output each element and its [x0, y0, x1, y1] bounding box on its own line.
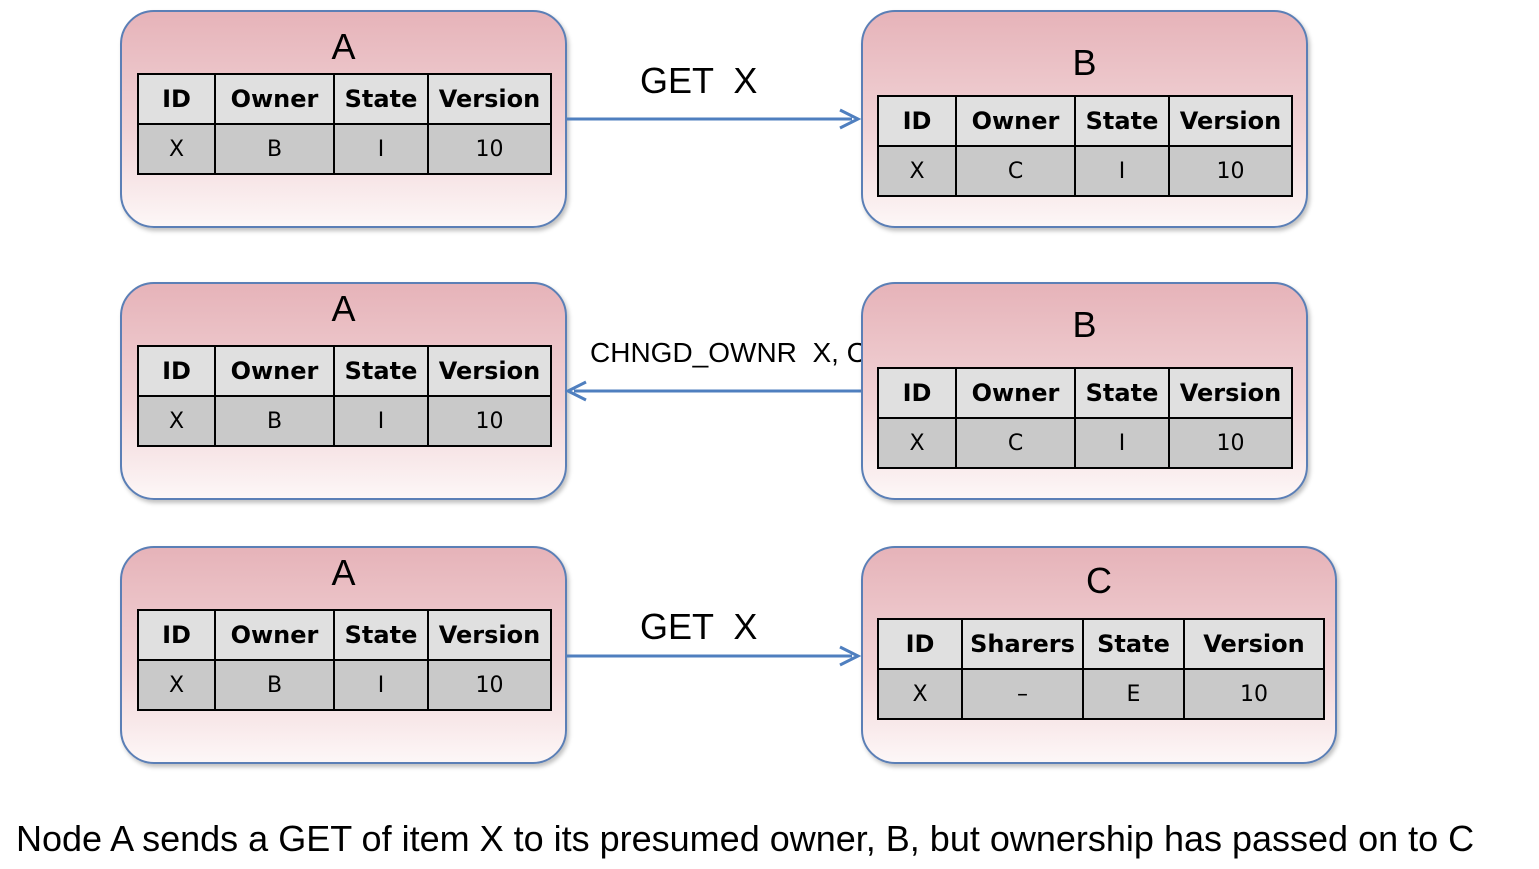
header-cell: Owner [214, 73, 335, 125]
table-cell: E [1082, 668, 1185, 720]
table-cell: I [1074, 417, 1170, 469]
caption: Node A sends a GET of item X to its pres… [16, 818, 1475, 859]
node-title: B [1072, 42, 1097, 83]
header-cell: State [1082, 618, 1185, 670]
table-row: X C I 10 [877, 417, 1293, 469]
header-cell: State [1074, 367, 1170, 419]
node-table: ID Owner State Version X B I 10 [137, 609, 552, 711]
table-cell: X [877, 417, 957, 469]
table-cell: B [214, 395, 335, 447]
header-cell: Owner [214, 345, 335, 397]
table-header-row: ID Owner State Version [137, 345, 552, 397]
message-label: GET X [640, 60, 758, 101]
table-cell: B [214, 659, 335, 711]
table-row: X B I 10 [137, 395, 552, 447]
table-cell: X [137, 395, 216, 447]
table-cell: B [214, 123, 335, 175]
table-header-row: ID Owner State Version [137, 73, 552, 125]
node-a-row1: A ID Owner State Version X B I 10 [120, 10, 567, 228]
table-cell: I [333, 123, 429, 175]
node-title: B [1072, 304, 1097, 345]
table-cell: 10 [427, 123, 552, 175]
header-cell: Version [427, 345, 552, 397]
header-cell: Version [427, 609, 552, 661]
header-cell: ID [137, 345, 216, 397]
message-label: GET X [640, 606, 758, 647]
node-table: ID Owner State Version X C I 10 [877, 367, 1293, 469]
header-cell: Sharers [961, 618, 1084, 670]
table-cell: X [137, 659, 216, 711]
table-cell: 10 [1168, 145, 1293, 197]
header-cell: Version [1168, 95, 1293, 147]
table-row: X B I 10 [137, 659, 552, 711]
node-title: A [331, 288, 356, 329]
header-cell: Version [427, 73, 552, 125]
table-row: X C I 10 [877, 145, 1293, 197]
header-cell: ID [137, 73, 216, 125]
table-cell: X [877, 668, 963, 720]
table-header-row: ID Owner State Version [137, 609, 552, 661]
header-cell: ID [877, 618, 963, 670]
table-cell: X [137, 123, 216, 175]
table-row: X B I 10 [137, 123, 552, 175]
arrow-get-row1 [567, 108, 862, 130]
node-a-row2: A ID Owner State Version X B I 10 [120, 282, 567, 500]
header-cell: State [333, 73, 429, 125]
header-cell: ID [877, 95, 957, 147]
table-cell: 10 [427, 395, 552, 447]
message-label: CHNGD_OWNR X, C [590, 337, 867, 368]
table-cell: X [877, 145, 957, 197]
node-table: ID Owner State Version X B I 10 [137, 73, 552, 175]
node-c-row3: C ID Sharers State Version X – E 10 [861, 546, 1337, 764]
node-table: ID Owner State Version X C I 10 [877, 95, 1293, 197]
table-cell: 10 [1183, 668, 1325, 720]
header-cell: ID [877, 367, 957, 419]
table-header-row: ID Owner State Version [877, 95, 1293, 147]
table-cell: I [333, 659, 429, 711]
header-cell: Version [1168, 367, 1293, 419]
node-table: ID Owner State Version X B I 10 [137, 345, 552, 447]
header-cell: State [1074, 95, 1170, 147]
header-cell: Owner [955, 367, 1076, 419]
table-cell: 10 [427, 659, 552, 711]
table-header-row: ID Sharers State Version [877, 618, 1325, 670]
table-cell: I [333, 395, 429, 447]
node-b-row1: B ID Owner State Version X C I 10 [861, 10, 1308, 228]
table-row: X – E 10 [877, 668, 1325, 720]
node-a-row3: A ID Owner State Version X B I 10 [120, 546, 567, 764]
header-cell: State [333, 609, 429, 661]
arrow-chngd-ownr-row2 [564, 380, 861, 402]
node-title: A [331, 552, 356, 593]
header-cell: ID [137, 609, 216, 661]
table-cell: – [961, 668, 1084, 720]
table-cell: I [1074, 145, 1170, 197]
table-cell: C [955, 145, 1076, 197]
table-header-row: ID Owner State Version [877, 367, 1293, 419]
header-cell: State [333, 345, 429, 397]
table-cell: C [955, 417, 1076, 469]
header-cell: Version [1183, 618, 1325, 670]
node-title: C [1086, 560, 1112, 601]
node-b-row2: B ID Owner State Version X C I 10 [861, 282, 1308, 500]
header-cell: Owner [214, 609, 335, 661]
node-table: ID Sharers State Version X – E 10 [877, 618, 1325, 720]
table-cell: 10 [1168, 417, 1293, 469]
node-title: A [331, 26, 356, 67]
header-cell: Owner [955, 95, 1076, 147]
arrow-get-row3 [567, 645, 862, 667]
